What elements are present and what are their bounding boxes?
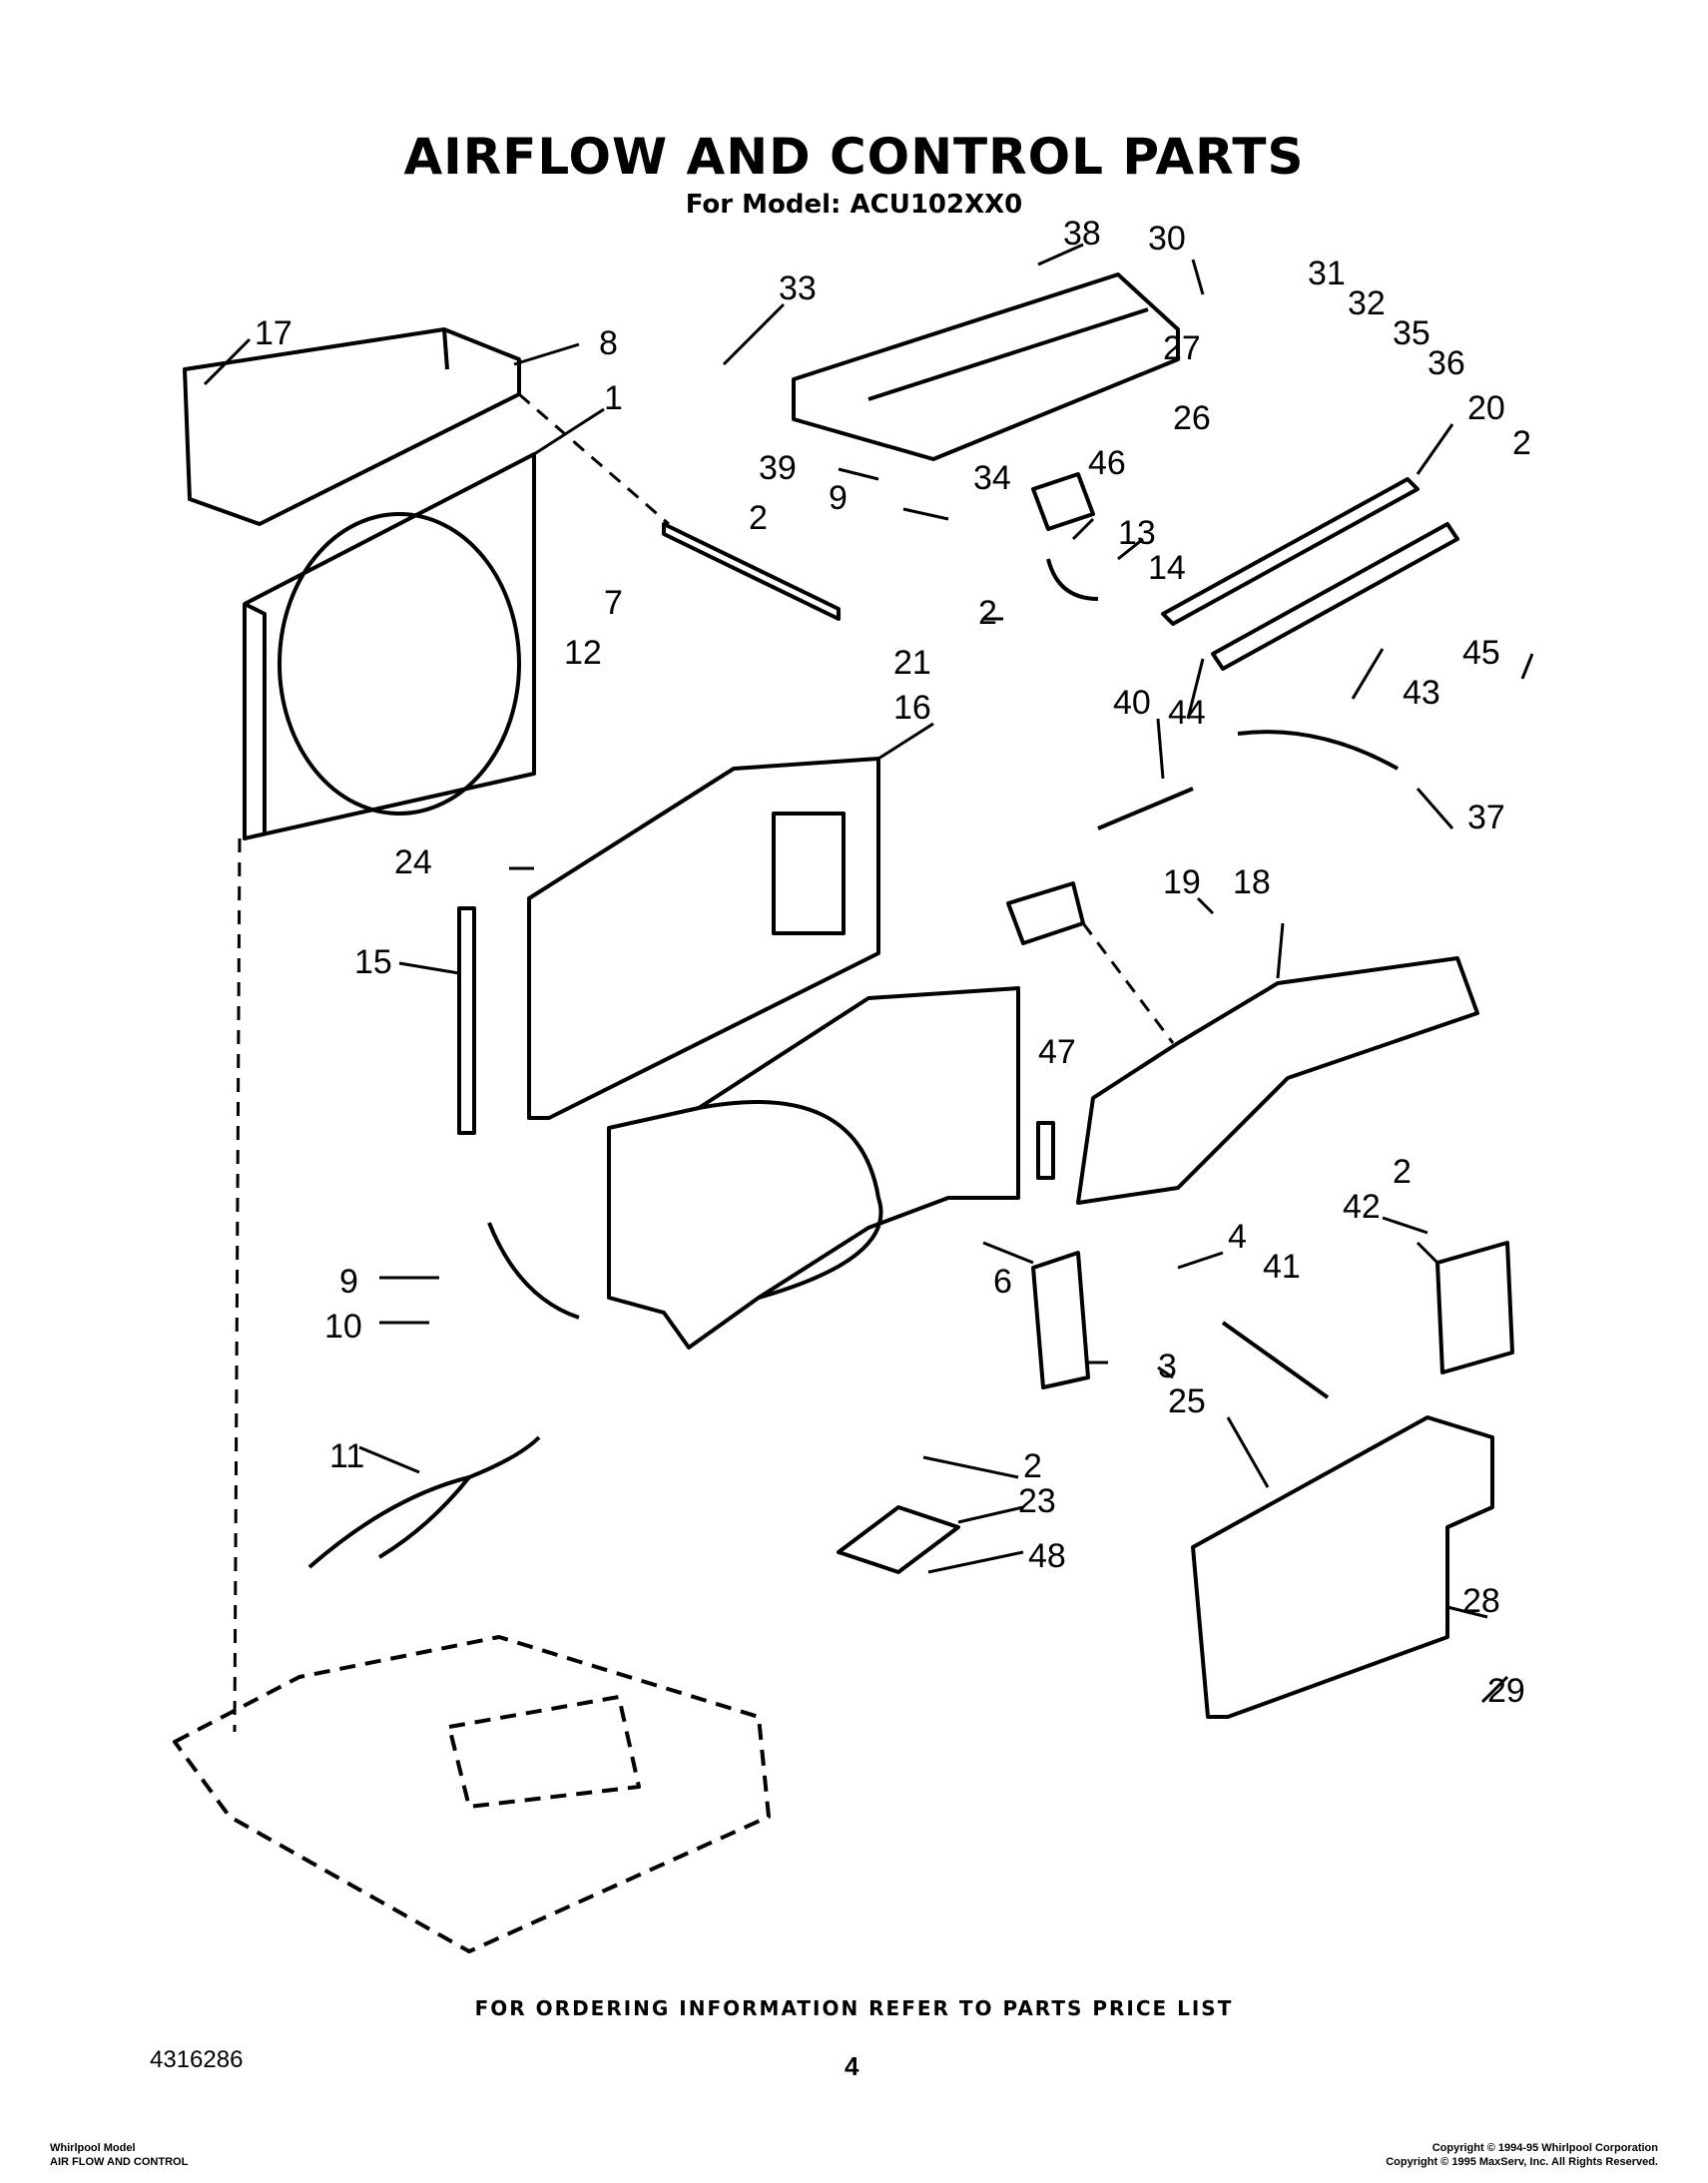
callout-7: 7 <box>604 584 623 622</box>
copyright-block: Copyright © 1994-95 Whirlpool Corporatio… <box>1386 2141 1658 2169</box>
callout-34: 34 <box>973 459 1011 497</box>
part-40-rod <box>1097 787 1194 830</box>
part-47-block <box>1036 1121 1055 1180</box>
callout-38: 38 <box>1063 215 1101 253</box>
callout-43: 43 <box>1403 674 1440 712</box>
callout-27: 27 <box>1163 329 1201 367</box>
callout-32: 32 <box>1348 284 1386 322</box>
part-41-rod <box>1221 1321 1330 1399</box>
callout-9-a: 9 <box>829 479 848 517</box>
callout-1: 1 <box>604 379 623 417</box>
callout-2-c: 2 <box>978 594 997 632</box>
callout-12: 12 <box>564 634 602 672</box>
callout-2-a: 2 <box>1512 424 1531 462</box>
callout-14: 14 <box>1148 549 1186 587</box>
bottom-left-line1: Whirlpool Model <box>50 2142 136 2154</box>
part-20-strip <box>1161 477 1420 626</box>
page-number: 4 <box>845 2051 859 2081</box>
copyright-line2: Copyright © 1995 MaxServ, Inc. All Right… <box>1386 2156 1658 2168</box>
callout-20: 20 <box>1467 389 1505 427</box>
page-title: AIRFLOW AND CONTROL PARTS <box>403 128 1305 186</box>
callout-26: 26 <box>1173 399 1211 437</box>
part-21-bracket <box>662 522 841 621</box>
part-19-clip <box>1006 881 1085 945</box>
callout-42: 42 <box>1343 1188 1381 1226</box>
ordering-note: FOR ORDERING INFORMATION REFER TO PARTS … <box>474 1996 1234 2020</box>
part-24-partition <box>527 757 880 1120</box>
callout-4: 4 <box>1228 1218 1247 1256</box>
callout-15: 15 <box>354 943 392 981</box>
callout-11: 11 <box>329 1437 364 1475</box>
callout-33: 33 <box>779 270 817 307</box>
callout-46: 46 <box>1088 444 1126 482</box>
callout-6: 6 <box>993 1263 1012 1301</box>
bottom-left-line2: AIR FLOW AND CONTROL <box>50 2156 189 2168</box>
callout-40: 40 <box>1113 684 1151 722</box>
part-42-grille <box>1435 1241 1514 1374</box>
callout-31: 31 <box>1308 255 1346 292</box>
callout-19: 19 <box>1163 863 1201 901</box>
model-subtitle: For Model: ACU102XX0 <box>685 190 1023 220</box>
callout-16: 16 <box>893 689 931 727</box>
part-15-gasket <box>457 906 476 1135</box>
callout-3: 3 <box>1158 1348 1177 1385</box>
callout-35: 35 <box>1393 314 1430 352</box>
part-11-power-cord <box>307 1435 541 1569</box>
callout-48: 48 <box>1028 1537 1066 1575</box>
copyright-line1: Copyright © 1994-95 Whirlpool Corporatio… <box>1431 2142 1658 2154</box>
callout-29: 29 <box>1487 1672 1525 1710</box>
callout-2-d: 2 <box>1393 1153 1412 1191</box>
callout-28: 28 <box>1462 1582 1500 1620</box>
callout-23: 23 <box>1018 1482 1056 1520</box>
callout-18: 18 <box>1233 863 1271 901</box>
part-8-top-bracket <box>183 327 521 526</box>
part-18-duct <box>1076 956 1479 1205</box>
alignment-line-left <box>233 837 242 1733</box>
callout-8: 8 <box>599 324 618 362</box>
callout-39: 39 <box>759 449 797 487</box>
part-37-harness <box>1237 730 1399 771</box>
alignment-line-8-21 <box>518 392 670 526</box>
base-pan-inner <box>447 1695 641 1809</box>
part-43-strip <box>1211 522 1459 671</box>
callout-25: 25 <box>1168 1382 1206 1420</box>
part-3-plate <box>1031 1251 1090 1389</box>
callout-2-b: 2 <box>749 499 768 537</box>
callout-9-b: 9 <box>339 1263 358 1301</box>
callout-21: 21 <box>893 644 931 682</box>
callout-37: 37 <box>1467 799 1505 836</box>
part-28-panel <box>1191 1415 1494 1719</box>
part-9-wire <box>487 1222 580 1320</box>
alignment-line-19-18 <box>1081 922 1175 1044</box>
callout-45: 45 <box>1462 634 1500 672</box>
part-1-fan-shroud <box>243 452 536 840</box>
base-pan <box>173 1635 771 1953</box>
callout-30: 30 <box>1148 220 1186 258</box>
callout-13: 13 <box>1118 514 1156 552</box>
part-13-capacitor <box>1031 472 1095 531</box>
callout-44: 44 <box>1168 694 1206 732</box>
callout-47: 47 <box>1038 1033 1076 1071</box>
callout-10: 10 <box>324 1308 362 1346</box>
document-number: 4316286 <box>150 2046 244 2073</box>
callout-labels: 17 8 1 33 38 30 31 32 35 36 27 26 20 2 3… <box>255 215 1531 1710</box>
callout-2-e: 2 <box>1023 1447 1042 1485</box>
bottom-left-caption: Whirlpool Model AIR FLOW AND CONTROL <box>50 2141 188 2169</box>
part-23-bracket <box>837 1505 960 1574</box>
part-14-clip <box>1046 558 1099 601</box>
part-6-scroll-curve <box>698 1100 883 1300</box>
part-38-control-bracket <box>792 273 1180 461</box>
callout-36: 36 <box>1427 344 1465 382</box>
callout-17: 17 <box>255 314 292 352</box>
part-1-fan-opening <box>278 512 521 816</box>
part-24-window <box>772 812 846 935</box>
part-6-scroll <box>607 986 1020 1350</box>
callout-41: 41 <box>1263 1248 1301 1286</box>
callout-24: 24 <box>394 843 432 881</box>
